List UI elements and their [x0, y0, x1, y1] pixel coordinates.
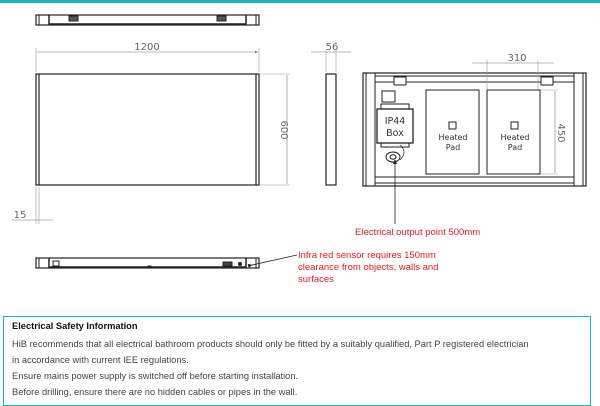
safety-line: HiB recommends that all electrical bathr…: [12, 339, 529, 349]
sensor-note-line-1: Infra red sensor requires 150mm: [298, 250, 436, 261]
electrical-safety-panel: Electrical Safety Information HiB recomm…: [3, 316, 591, 406]
ip44-label-2: Box: [386, 128, 404, 139]
heated-pad-left-label-2: Pad: [446, 143, 460, 152]
depth-label: 56: [326, 42, 339, 53]
inset-dimension: 15: [12, 187, 53, 224]
safety-line: Before drilling, ensure there are no hid…: [12, 387, 298, 397]
heated-pad-right-label-1: Heated: [501, 133, 530, 142]
sensor-note-line-2: clearance from objects, walls and: [298, 262, 438, 273]
technical-drawing: 1200 600 56 15 Infra red sensor requ: [12, 14, 587, 285]
safety-line: Ensure mains power supply is switched of…: [12, 371, 299, 381]
accent-bar: [0, 0, 600, 3]
front-view: [35, 73, 260, 186]
width-label: 1200: [134, 42, 159, 53]
safety-line: in accordance with current IEE regulatio…: [12, 355, 189, 365]
safety-title: Electrical Safety Information: [12, 321, 138, 331]
inset-label: 15: [14, 210, 27, 221]
height-dimension: 600: [260, 73, 290, 186]
ip44-label-1: IP44: [385, 116, 406, 127]
height-label: 600: [278, 120, 289, 139]
bottom-view: [35, 257, 260, 269]
pad-spacing-label: 310: [507, 53, 526, 64]
side-view: 56: [311, 42, 351, 186]
width-dimension: 1200: [35, 42, 260, 72]
pad-spacing-dimension: 310: [472, 53, 554, 89]
sensor-callout: Infra red sensor requires 150mm clearanc…: [247, 250, 438, 285]
output-point-note: Electrical output point 500mm: [355, 227, 480, 238]
pad-height-dimension: 450: [541, 89, 566, 175]
rear-view: [362, 72, 587, 187]
top-view: [35, 14, 260, 26]
sensor-note-line-3: surfaces: [298, 274, 334, 285]
heated-pad-right-label-2: Pad: [508, 143, 522, 152]
pad-height-label: 450: [555, 123, 566, 142]
heated-pad-left-label-1: Heated: [439, 133, 468, 142]
output-point-callout: Electrical output point 500mm: [355, 159, 480, 238]
